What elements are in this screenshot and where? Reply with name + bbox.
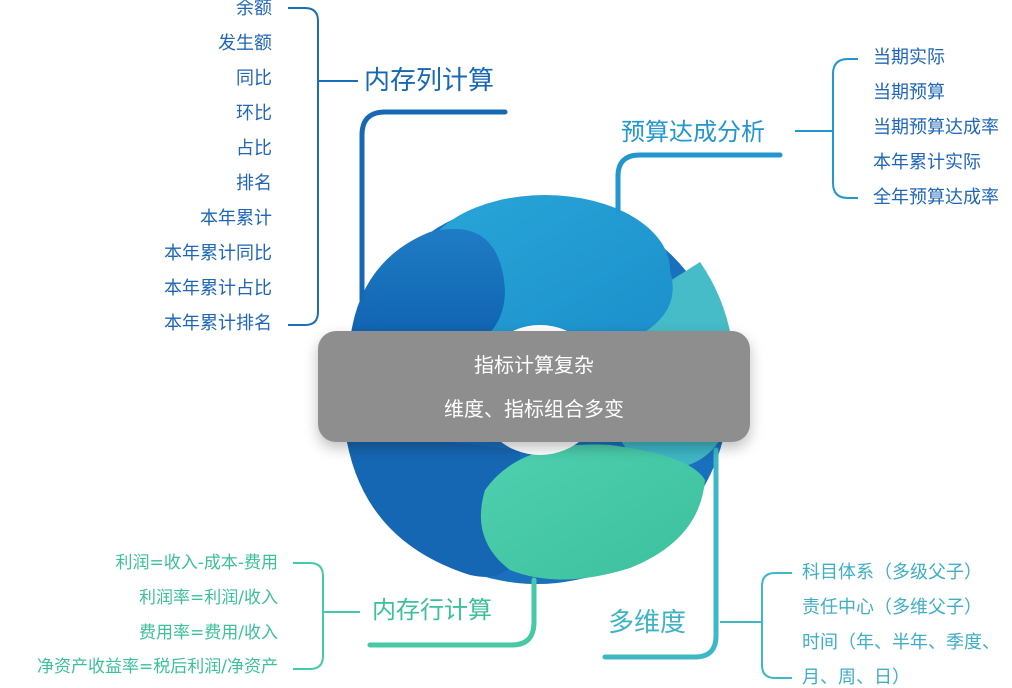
list-item: 净资产收益率=税后利润/净资产	[37, 657, 278, 677]
list-item: 本年累计同比	[164, 243, 272, 264]
connector-budget	[615, 152, 783, 215]
list-item: 占比	[236, 138, 272, 159]
bracket-budget	[795, 58, 858, 199]
list-item: 利润=收入-成本-费用	[115, 553, 278, 573]
center-line-1: 指标计算复杂	[474, 353, 594, 377]
bracket-column-calc	[288, 7, 358, 326]
list-item: 当期实际	[873, 47, 945, 68]
list-item: 当期预算	[873, 82, 945, 103]
list-item: 发生额	[218, 33, 272, 54]
connector-column-calc	[359, 109, 508, 303]
center-summary-box: 指标计算复杂 维度、指标组合多变	[318, 331, 750, 442]
list-item: 同比	[236, 68, 272, 89]
heading-row-calc: 内存行计算	[372, 596, 492, 624]
list-item: 科目体系（多级父子）	[802, 562, 982, 583]
heading-budget: 预算达成分析	[621, 118, 765, 146]
list-item: 月、周、日）	[802, 667, 910, 688]
list-item: 本年累计实际	[873, 152, 981, 173]
list-item: 本年累计	[200, 208, 272, 229]
list-item: 环比	[236, 103, 272, 124]
list-item: 费用率=费用/收入	[139, 623, 278, 643]
wheel-bottom-dark-segment	[345, 430, 520, 577]
wheel-dark-blue-lobe	[350, 228, 505, 355]
list-item: 余额	[236, 0, 272, 19]
heading-column-calc: 内存列计算	[364, 66, 495, 96]
connector-row-calc	[367, 577, 537, 648]
list-item: 本年累计占比	[164, 278, 272, 299]
list-item: 责任中心（多维父子）	[802, 597, 982, 618]
wheel-green-lobe	[480, 444, 705, 580]
list-item: 全年预算达成率	[873, 187, 999, 208]
bracket-row-calc	[293, 562, 360, 670]
center-line-2: 维度、指标组合多变	[444, 397, 624, 421]
connector-dimension	[602, 447, 719, 660]
list-item: 本年累计排名	[164, 313, 272, 334]
heading-dimension: 多维度	[608, 608, 687, 638]
list-item: 排名	[236, 173, 272, 194]
list-item: 利润率=利润/收入	[139, 588, 278, 608]
bracket-dimension	[720, 572, 792, 679]
list-item: 时间（年、半年、季度、	[802, 632, 1000, 653]
list-item: 当期预算达成率	[873, 117, 999, 138]
